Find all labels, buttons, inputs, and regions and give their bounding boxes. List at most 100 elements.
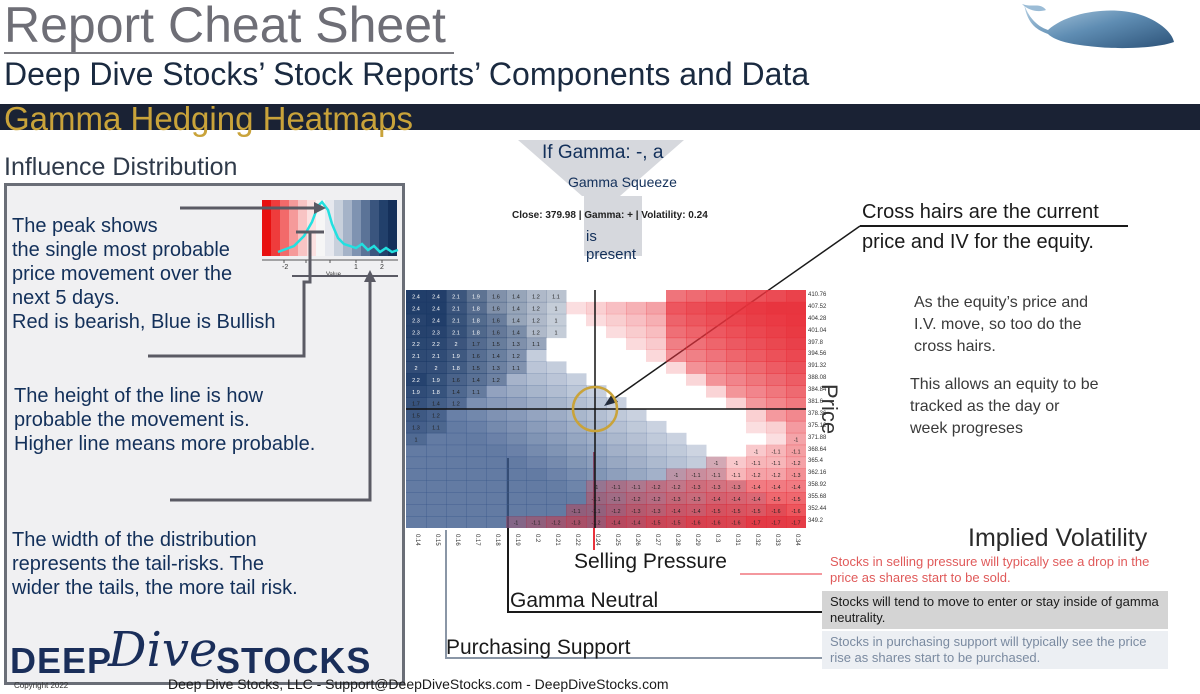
heatmap-cell <box>646 468 667 481</box>
heatmap-cell <box>626 468 647 481</box>
heatmap-value: 2.2 <box>412 342 420 348</box>
heatmap-cell <box>786 385 806 398</box>
heatmap-value: 2.1 <box>412 354 420 360</box>
heatmap-cell <box>566 432 587 446</box>
heatmap-value: 1 <box>554 330 557 336</box>
heatmap-cell <box>706 468 727 481</box>
heatmap-cell <box>726 504 747 517</box>
heatmap-cell <box>406 337 427 350</box>
heatmap-cell <box>686 444 707 458</box>
heatmap-cell <box>426 290 447 303</box>
volatility-tick: 0.28 <box>674 534 680 546</box>
heatmap-cell <box>686 361 707 374</box>
heatmap-value: 1.1 <box>432 425 440 431</box>
heatmap-cell <box>506 397 527 410</box>
heatmap-cell <box>726 385 747 398</box>
heatmap-cell <box>586 480 607 493</box>
heatmap-cell <box>546 432 567 446</box>
heatmap-value: -1.5 <box>652 521 661 527</box>
heatmap-value: 1.1 <box>532 342 540 348</box>
heatmap-value: -1.2 <box>652 497 661 503</box>
heatmap-cell <box>766 480 787 493</box>
heatmap-cell <box>686 290 707 303</box>
heatmap-cell <box>646 337 667 350</box>
purchasing-support-description: Stocks in purchasing support will typica… <box>822 631 1168 669</box>
heatmap-cell <box>746 385 767 398</box>
heatmap-cell <box>506 385 527 398</box>
heatmap-value: 2.4 <box>412 295 420 301</box>
heatmap-cell <box>506 361 527 374</box>
selling-pressure-label: Selling Pressure <box>574 550 727 573</box>
price-tick: 391.32 <box>808 363 827 370</box>
price-tick: 349.2 <box>808 517 824 524</box>
heatmap-cell <box>566 516 587 528</box>
heatmap-value: 2.1 <box>452 295 460 301</box>
heatmap-cell <box>686 337 707 350</box>
heatmap-value: 1.3 <box>492 366 500 372</box>
heatmap-cell <box>546 444 567 458</box>
heatmap-cell <box>626 444 647 458</box>
heatmap-cell <box>726 290 747 303</box>
heatmap-cell <box>506 361 527 374</box>
heatmap-cell <box>786 432 806 446</box>
heatmap-cell <box>766 504 787 517</box>
heatmap-cell <box>586 397 607 410</box>
heatmap-value: 1.6 <box>492 306 500 312</box>
heatmap-value: -1.7 <box>792 521 801 527</box>
heatmap-value: -1.2 <box>752 473 761 479</box>
heatmap-cell <box>726 385 747 398</box>
heatmap-value: -1.4 <box>712 497 721 503</box>
heatmap-cell <box>446 480 467 493</box>
heatmap-cell <box>466 432 487 446</box>
heatmap-cell <box>426 504 447 517</box>
heatmap-cell <box>646 480 667 493</box>
heatmap-value: 1.1 <box>512 366 520 372</box>
logo-deep: DEEP <box>10 640 113 681</box>
volatility-tick: 0.34 <box>794 534 800 546</box>
volatility-tick: 0.19 <box>514 534 520 546</box>
heatmap-cell <box>706 349 727 362</box>
heatmap-cell <box>406 420 427 434</box>
heatmap-cell <box>446 361 467 374</box>
heatmap-cell <box>546 516 567 528</box>
heatmap-cell <box>786 373 806 386</box>
heatmap-cell <box>506 432 527 446</box>
heatmap-cell <box>786 420 806 434</box>
text-line: probable the movement is. <box>14 409 250 431</box>
heatmap-cell <box>746 504 767 517</box>
heatmap-cell <box>586 409 607 422</box>
heatmap-value: 1.4 <box>472 378 480 384</box>
purchasing-support-label: Purchasing Support <box>446 636 631 659</box>
heatmap-cell <box>766 337 787 350</box>
heatmap-cell <box>506 516 527 528</box>
heatmap-cell <box>466 468 487 481</box>
heatmap-cell <box>686 468 707 481</box>
volatility-tick: 0.26 <box>634 534 640 546</box>
heatmap-cell <box>486 397 507 410</box>
heatmap-cell <box>406 516 427 528</box>
heatmap-cell <box>546 397 567 410</box>
heatmap-cell <box>626 492 647 505</box>
heatmap-cell <box>526 468 547 481</box>
heatmap-cell <box>646 492 667 505</box>
heatmap-cell <box>406 313 427 327</box>
heatmap-value: 2.1 <box>452 318 460 324</box>
heatmap-cell <box>426 492 447 505</box>
heatmap-cell <box>626 492 647 505</box>
heatmap-cell <box>546 468 567 481</box>
heatmap-cell <box>686 361 707 374</box>
heatmap-value: 1.2 <box>532 330 540 336</box>
heatmap-cell <box>766 361 787 374</box>
heatmap-cell <box>426 325 447 339</box>
heatmap-cell <box>786 444 806 458</box>
heatmap-cell <box>446 397 467 410</box>
heatmap-cell <box>766 301 787 315</box>
heatmap-cell <box>506 373 527 386</box>
heatmap-cell <box>466 301 487 315</box>
heatmap-cell <box>486 349 507 362</box>
heatmap-cell <box>506 456 527 469</box>
heatmap-cell <box>766 325 787 339</box>
heatmap-cell <box>406 432 427 446</box>
bar-bear-3 <box>280 200 289 256</box>
heatmap-value: -1.3 <box>732 485 741 491</box>
